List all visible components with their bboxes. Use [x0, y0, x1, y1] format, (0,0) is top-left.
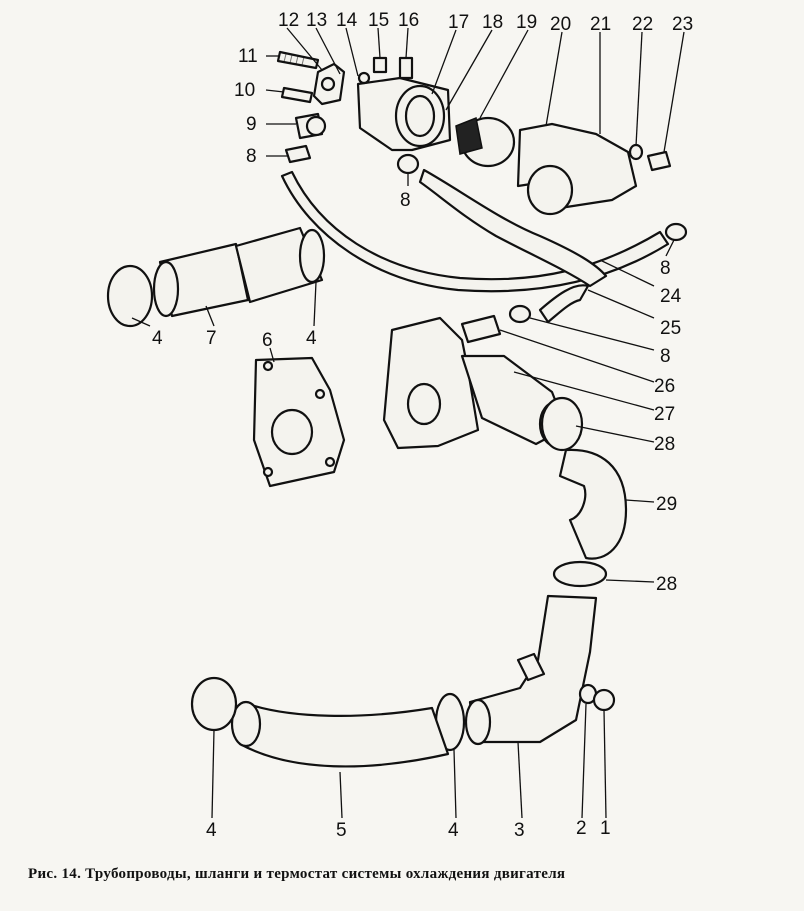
hose-7 [152, 242, 250, 318]
pipe-3 [464, 594, 598, 746]
callout-12: 12 [278, 10, 299, 31]
stud-10 [280, 86, 314, 104]
callout-4-bottom-mid: 4 [448, 820, 459, 841]
callout-14: 14 [336, 10, 358, 31]
clamp-28-lower [552, 560, 608, 588]
clamp-8-right [664, 222, 688, 242]
fitting-9 [294, 112, 327, 140]
callout-27: 27 [654, 404, 675, 425]
clamp-28-upper [540, 396, 584, 452]
callout-9: 9 [246, 114, 257, 135]
nipple-16 [398, 56, 414, 80]
callout-11: 11 [238, 46, 258, 67]
callout-5: 5 [336, 820, 347, 841]
hose-5 [230, 700, 450, 768]
callout-28-upper: 28 [654, 434, 675, 455]
hose-24 [418, 168, 608, 288]
clamp-4-lower-left [190, 676, 238, 732]
hose-upper-right [234, 226, 326, 304]
callout-13: 13 [306, 10, 327, 31]
clamp-8-mid [508, 304, 532, 324]
thermostat-19 [455, 116, 516, 168]
stud-11 [276, 50, 320, 70]
callout-10: 10 [234, 80, 255, 101]
callout-24: 24 [660, 286, 682, 307]
callout-8-top: 8 [246, 146, 257, 167]
callout-26: 26 [654, 376, 675, 397]
hose-25 [538, 284, 590, 324]
clamp-8-top [284, 144, 312, 164]
callout-8-mid: 8 [660, 346, 671, 367]
gasket-6 [252, 356, 346, 488]
callout-1: 1 [600, 818, 611, 839]
callout-20: 20 [550, 14, 571, 35]
callout-22: 22 [632, 14, 653, 35]
callout-4-left: 4 [152, 328, 163, 349]
callout-19: 19 [516, 12, 537, 33]
clamp-4-left [106, 264, 154, 328]
plug-8 [396, 153, 420, 175]
callout-17: 17 [448, 12, 469, 33]
callout-4-mid: 4 [306, 328, 317, 349]
flange-12 [312, 62, 346, 106]
callout-18: 18 [482, 12, 503, 33]
nut-1 [592, 688, 616, 712]
callout-6: 6 [262, 330, 273, 351]
outlet-elbow-20 [516, 122, 638, 216]
callout-4-bottom-left: 4 [206, 820, 217, 841]
hose-long [280, 170, 670, 293]
callout-21: 21 [590, 14, 611, 35]
callout-2: 2 [576, 818, 587, 839]
bolt-23 [646, 150, 672, 172]
figure-caption: Рис. 14. Трубопроводы, шланги и термоста… [28, 866, 566, 882]
fitting-26 [460, 314, 502, 344]
callout-3: 3 [514, 820, 525, 841]
callout-8-plug: 8 [400, 190, 411, 211]
callout-15: 15 [368, 10, 389, 31]
thermostat-housing-17 [356, 71, 452, 152]
callout-7: 7 [206, 328, 217, 349]
callout-8-right: 8 [660, 258, 671, 279]
callout-23: 23 [672, 14, 693, 35]
callout-28-lower: 28 [656, 574, 677, 595]
callout-16: 16 [398, 10, 419, 31]
hose-29 [558, 448, 628, 560]
washer-22 [628, 143, 644, 161]
leader-lines [131, 27, 685, 819]
callout-25: 25 [660, 318, 681, 339]
callout-29: 29 [656, 494, 677, 515]
callout-labels: 12 13 14 15 16 17 18 19 20 21 22 23 11 1… [152, 10, 693, 841]
nipple-15 [372, 56, 388, 74]
